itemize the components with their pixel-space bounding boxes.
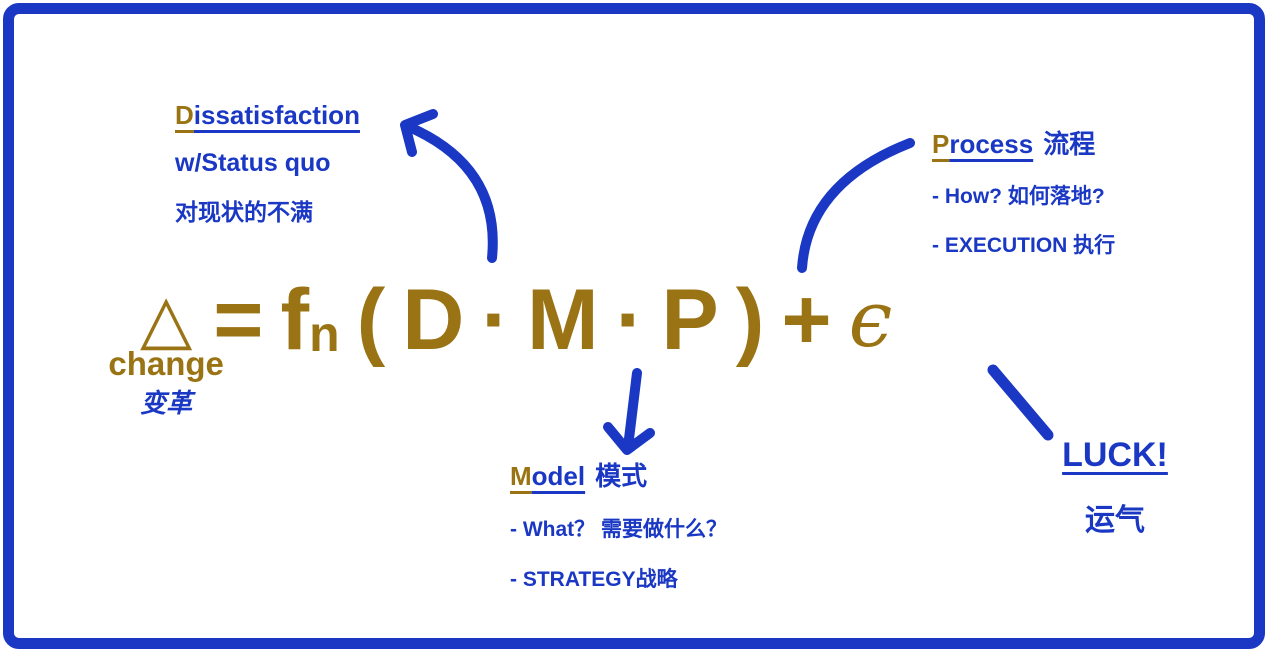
arrow-from-process	[797, 138, 915, 273]
model-title: Model 模式	[510, 456, 727, 493]
epsilon-term: ϵ	[848, 275, 893, 365]
delta-stack: △ change 变革	[108, 281, 224, 417]
model-bullet: - What？ 需要做什么？	[510, 518, 727, 541]
formula: △ change 变革 = fn ( D · M · P ) + ϵ	[108, 268, 893, 418]
dissatisfaction-block: Dissatisfaction w/Status quo 对现状的不满	[175, 100, 360, 227]
model-block: Model 模式 - What？ 需要做什么？ - STRATEGY战略	[510, 456, 727, 593]
process-bullet: - How? 如何落地?	[932, 185, 1105, 208]
fn-subscript: n	[309, 305, 340, 362]
process-title-rest: rocess	[949, 129, 1034, 159]
fn-base: f	[280, 272, 310, 368]
delta-triangle: △	[140, 281, 193, 358]
term-p: P	[661, 272, 719, 368]
model-title-initial: M	[510, 461, 532, 491]
luck-title-cn: 运气	[1085, 504, 1145, 537]
model-title-cn: 模式	[595, 461, 648, 491]
term-d: D	[402, 272, 465, 368]
process-bullet: - EXECUTION 执行	[932, 234, 1116, 257]
luck-block: LUCK! 运气	[1040, 436, 1190, 539]
fn-term: fn	[281, 277, 340, 363]
term-m: M	[527, 272, 599, 368]
model-bullet: - STRATEGY战略	[510, 568, 678, 591]
dissatisfaction-subtitle-cn: 对现状的不满	[175, 199, 313, 225]
process-title: Process 流程	[932, 124, 1115, 161]
plus-sign: +	[781, 272, 832, 368]
close-paren: )	[735, 272, 765, 368]
process-title-cn: 流程	[1043, 129, 1096, 159]
line-to-luck	[987, 364, 1054, 441]
process-block: Process 流程 - How? 如何落地? - EXECUTION 执行	[932, 124, 1115, 259]
dissatisfaction-title-initial: D	[175, 100, 194, 130]
change-label-cn: 变革	[140, 387, 193, 418]
change-label: change	[108, 344, 224, 382]
dissatisfaction-subtitle: w/Status quo	[175, 149, 331, 177]
multiply-dot: ·	[481, 272, 511, 368]
model-title-rest: odel	[531, 461, 586, 491]
dissatisfaction-title-rest: issatisfaction	[193, 100, 360, 130]
arrow-to-dissatisfaction	[400, 109, 498, 263]
multiply-dot: ·	[615, 272, 645, 368]
open-paren: (	[356, 272, 386, 368]
process-title-initial: P	[932, 129, 950, 159]
luck-title: LUCK!	[1062, 436, 1168, 474]
dissatisfaction-title: Dissatisfaction	[175, 100, 360, 131]
arrow-to-model	[603, 368, 655, 455]
equals-sign: =	[213, 272, 264, 368]
